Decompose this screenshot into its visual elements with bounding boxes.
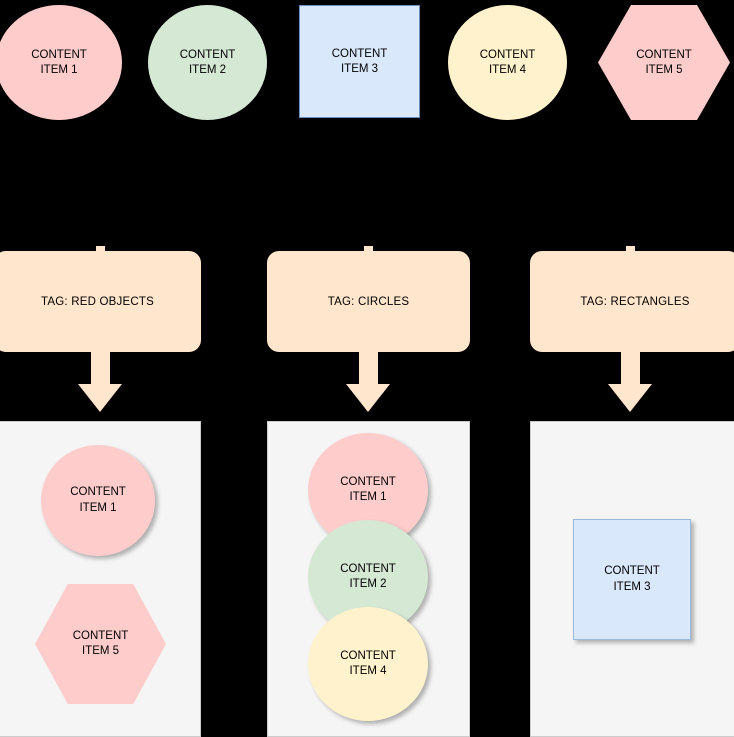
tag-box-rectangles-label: TAG: RECTANGLES xyxy=(580,295,690,308)
source-shape-item5[interactable]: CONTENT ITEM 5 xyxy=(598,5,730,120)
result-shape-red-item5-label: CONTENT ITEM 5 xyxy=(72,629,129,657)
result-shape-circles-item4-label: CONTENT ITEM 4 xyxy=(340,649,396,677)
source-shape-item3-label: CONTENT ITEM 3 xyxy=(331,47,388,75)
tag-box-circles[interactable]: TAG: CIRCLES xyxy=(267,251,470,352)
tag-stub-red xyxy=(96,246,105,251)
result-shape-rectangles-item3[interactable]: CONTENT ITEM 3 xyxy=(573,519,691,640)
result-shape-red-item5[interactable]: CONTENT ITEM 5 xyxy=(35,584,166,704)
source-shape-item4[interactable]: CONTENT ITEM 4 xyxy=(448,5,567,120)
result-panel-red-objects: CONTENT ITEM 1 CONTENT ITEM 5 xyxy=(0,421,201,737)
source-shape-item2[interactable]: CONTENT ITEM 2 xyxy=(148,5,267,120)
source-shape-item1[interactable]: CONTENT ITEM 1 xyxy=(0,5,122,120)
result-shape-circles-item4[interactable]: CONTENT ITEM 4 xyxy=(308,607,428,721)
result-shape-rectangles-item3-label: CONTENT ITEM 3 xyxy=(604,565,660,593)
source-shape-item4-label: CONTENT ITEM 4 xyxy=(479,48,536,76)
result-shape-red-item1[interactable]: CONTENT ITEM 1 xyxy=(41,445,155,556)
result-shape-circles-item1-label: CONTENT ITEM 1 xyxy=(340,475,396,503)
tag-stub-circles xyxy=(364,246,373,251)
source-shape-item1-label: CONTENT ITEM 1 xyxy=(31,48,87,76)
tag-box-red-objects[interactable]: TAG: RED OBJECTS xyxy=(0,251,201,352)
result-shape-red-item1-label: CONTENT ITEM 1 xyxy=(70,486,126,514)
source-shape-item2-label: CONTENT ITEM 2 xyxy=(179,48,236,76)
tag-box-circles-label: TAG: CIRCLES xyxy=(327,295,410,308)
result-shape-circles-item2-label: CONTENT ITEM 2 xyxy=(340,562,396,590)
tag-stub-rectangles xyxy=(626,246,635,251)
source-shape-item3[interactable]: CONTENT ITEM 3 xyxy=(299,5,420,118)
tag-box-red-objects-label: TAG: RED OBJECTS xyxy=(41,295,154,308)
source-shape-item5-label: CONTENT ITEM 5 xyxy=(636,48,692,76)
tag-box-rectangles[interactable]: TAG: RECTANGLES xyxy=(530,251,734,352)
result-panel-circles: CONTENT ITEM 1 CONTENT ITEM 2 CONTENT IT… xyxy=(267,421,470,737)
result-panel-rectangles: CONTENT ITEM 3 xyxy=(530,421,734,737)
